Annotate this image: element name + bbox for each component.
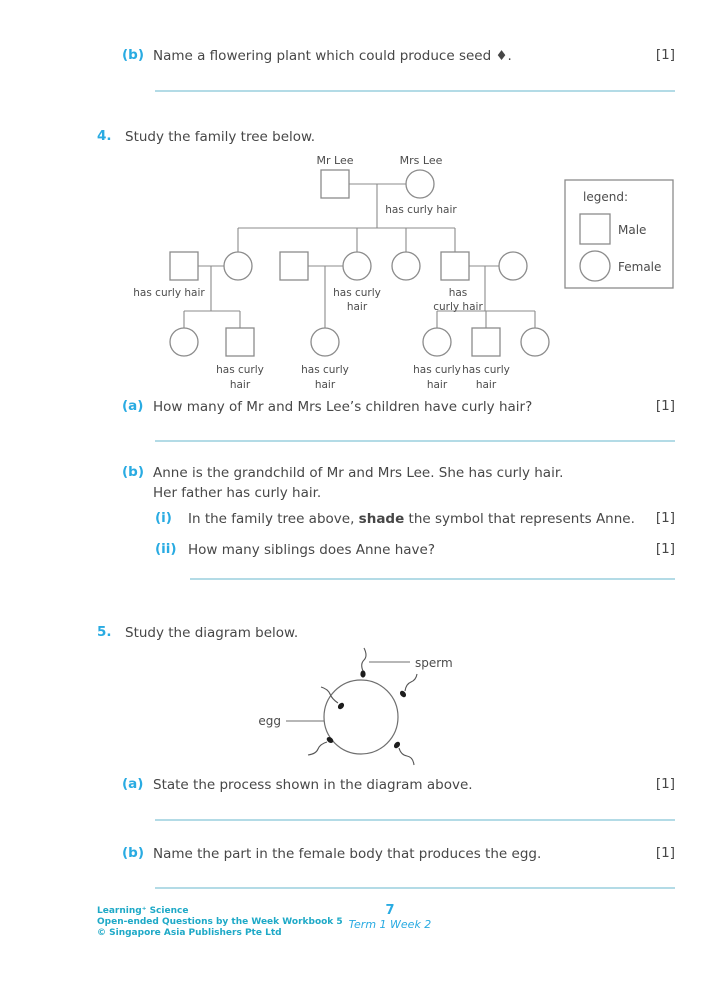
sperm-tail — [404, 673, 418, 692]
sperm-tail — [320, 686, 339, 704]
g2-wife-b-female-symbol — [342, 251, 372, 281]
g3-c1-trait-label: has curly — [413, 364, 461, 376]
q3b-marks: [1] — [655, 47, 675, 63]
answer-line — [155, 819, 675, 821]
q5b-marker: (b) — [122, 845, 145, 861]
g2-husband-b-male-symbol — [279, 251, 309, 281]
g2-husband-a-trait-label: has curly hair — [133, 287, 205, 299]
g3-a2-trait-label: has curly — [216, 364, 264, 376]
mrs-lee-female-symbol — [405, 169, 435, 199]
page-number: 7 — [385, 903, 395, 918]
imprint-copyright: © Singapore Asia Publishers Pte Ltd — [97, 928, 282, 938]
q4bii-text: How many siblings does Anne have? — [188, 542, 436, 558]
q4bii-marker: (ii) — [155, 541, 177, 557]
g3-a2-male-symbol — [225, 327, 255, 357]
legend-male-symbol — [579, 213, 611, 245]
publisher-imprint: Learning⁺ Science Open-ended Questions b… — [97, 906, 343, 939]
mr-lee-male-symbol — [320, 169, 350, 199]
sperm-head — [337, 702, 345, 710]
answer-line — [190, 578, 675, 580]
g2-single-daughter-female-symbol — [391, 251, 421, 281]
q5a-text: State the process shown in the diagram a… — [153, 777, 473, 793]
g3-b1-female-symbol — [310, 327, 340, 357]
legend-male-label: Male — [618, 223, 646, 237]
q5a-marker: (a) — [122, 776, 144, 792]
mrs-lee-label: Mrs Lee — [400, 154, 443, 167]
answer-line — [155, 90, 675, 92]
g2-son-c-male-symbol — [440, 251, 470, 281]
sperm-tail — [398, 747, 415, 766]
q5-number: 5. — [97, 624, 112, 640]
sperm-head — [399, 690, 407, 698]
egg-cell — [323, 679, 399, 755]
sperm-cells — [307, 647, 418, 766]
term-week-label: Term 1 Week 2 — [348, 918, 432, 931]
legend-title: legend: — [583, 190, 628, 204]
legend-border — [564, 179, 674, 289]
q4bii-marks: [1] — [655, 541, 675, 557]
q5a-marks: [1] — [655, 776, 675, 792]
sperm-head — [326, 737, 334, 743]
q4b-marker: (b) — [122, 464, 145, 480]
sperm-tail — [307, 741, 328, 756]
g2-husband-a-male-symbol — [169, 251, 199, 281]
q4bi-text-bold: shade — [358, 511, 405, 527]
g3-c3-female-symbol — [520, 327, 550, 357]
q4bi-text-post: the symbol that represents Anne. — [404, 511, 635, 527]
fertilisation-diagram: sperm egg — [258, 647, 453, 766]
g3-b1-trait-label: has curly — [301, 364, 349, 376]
q5b-marks: [1] — [655, 845, 675, 861]
g3-c2-male-symbol — [471, 327, 501, 357]
g3-a1-female-symbol — [169, 327, 199, 357]
q4b-line2: Her father has curly hair. — [153, 485, 322, 501]
q5b-text: Name the part in the female body that pr… — [153, 846, 542, 862]
g3-c1-trait-label: hair — [427, 379, 448, 391]
tree-connectors — [183, 183, 536, 328]
q4bi-marks: [1] — [655, 510, 675, 526]
g3-c2-trait-label: has curly — [462, 364, 510, 376]
answer-line — [155, 887, 675, 889]
sperm-tail — [361, 647, 367, 672]
q4a-text: How many of Mr and Mrs Lee’s children ha… — [153, 399, 533, 415]
egg-label: egg — [258, 714, 281, 728]
sperm-label: sperm — [415, 656, 453, 670]
imprint-series: Learning⁺ Science — [97, 906, 189, 916]
q4bi-text-pre: In the family tree above, — [188, 511, 359, 527]
g2-wife-c-female-symbol — [498, 251, 528, 281]
family-tree-diagram: Mr Lee Mrs Lee has curly hair has curly … — [133, 154, 674, 391]
g3-c2-trait-label: hair — [476, 379, 497, 391]
q4a-marker: (a) — [122, 398, 144, 414]
g3-c1-female-symbol — [422, 327, 452, 357]
q4a-marks: [1] — [655, 398, 675, 414]
legend-female-label: Female — [618, 260, 661, 274]
sperm-head — [393, 741, 401, 749]
sperm-head — [360, 670, 366, 678]
legend-box: legend: Male Female — [564, 179, 674, 289]
q4bi-text: In the family tree above, shade the symb… — [188, 510, 635, 528]
g2-wife-b-trait-label: has curly — [333, 287, 381, 299]
mrs-lee-trait-label: has curly hair — [385, 204, 457, 216]
q4b-line1: Anne is the grandchild of Mr and Mrs Lee… — [153, 465, 564, 481]
g3-b1-trait-label: hair — [315, 379, 336, 391]
answer-line — [155, 440, 675, 442]
g2-son-c-trait-label: curly hair — [433, 301, 483, 313]
g2-wife-b-trait-label: hair — [347, 301, 368, 313]
imprint-title: Open-ended Questions by the Week Workboo… — [97, 917, 343, 927]
g2-wife-a-female-symbol — [223, 251, 253, 281]
legend-female-symbol — [579, 250, 611, 282]
q3b-marker: (b) — [122, 47, 145, 63]
q4-prompt: Study the family tree below. — [125, 129, 316, 145]
g2-son-c-trait-label: has — [449, 287, 468, 299]
mr-lee-label: Mr Lee — [317, 154, 354, 167]
q4-number: 4. — [97, 128, 112, 144]
q3b-text: Name a flowering plant which could produ… — [153, 48, 512, 64]
q4bi-marker: (i) — [155, 510, 172, 526]
g3-a2-trait-label: hair — [230, 379, 251, 391]
q5-prompt: Study the diagram below. — [125, 625, 299, 641]
